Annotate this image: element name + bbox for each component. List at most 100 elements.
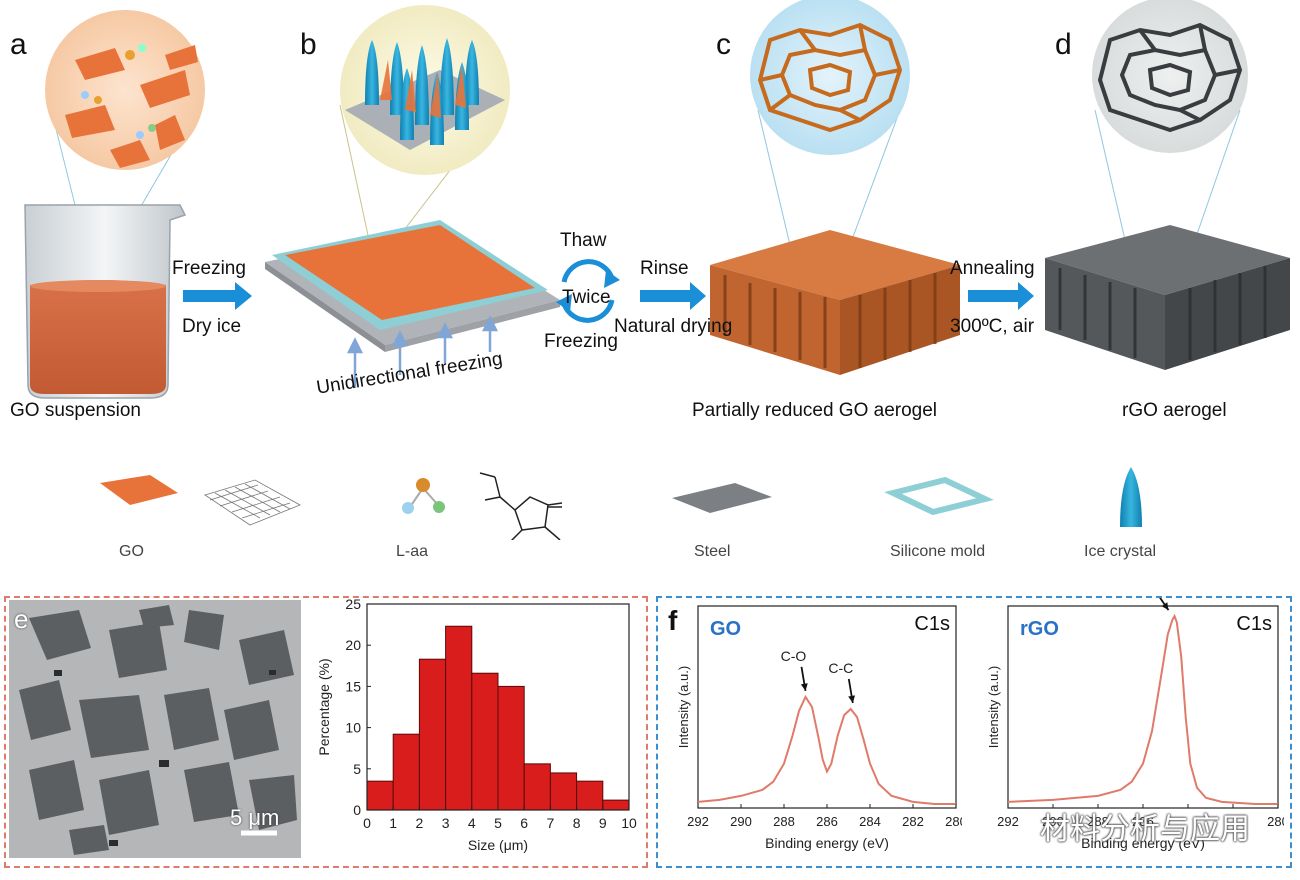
legend-laa-label: L-aa bbox=[396, 543, 429, 560]
spectrum-line bbox=[697, 694, 956, 805]
x-axis-label: Binding energy (eV) bbox=[765, 835, 889, 851]
panel-f-frame bbox=[656, 596, 1292, 868]
annealing-condition-label: 300ºC, air bbox=[950, 316, 1035, 337]
x-tick-label: 284 bbox=[859, 814, 881, 829]
rgo-aerogel-label: rGO aerogel bbox=[1122, 400, 1227, 421]
arrow-annealing bbox=[968, 282, 1034, 310]
x-tick-label: 282 bbox=[902, 814, 924, 829]
x-tick-label: 1 bbox=[389, 815, 397, 831]
histogram-bar bbox=[392, 733, 420, 811]
silicone-mold-icon bbox=[884, 476, 994, 516]
panel-letter-b: b bbox=[300, 28, 317, 61]
panel-letter-c: c bbox=[716, 28, 731, 61]
laa-molecule-icon bbox=[402, 478, 445, 514]
x-tick-label: 3 bbox=[442, 815, 450, 831]
panel-letter-d: d bbox=[1055, 28, 1072, 61]
legend-silicone-label: Silicone mold bbox=[890, 543, 986, 560]
peak-arrowhead bbox=[848, 695, 856, 704]
partial-aerogel-bubble bbox=[750, 0, 910, 246]
panel-letter-e: e bbox=[14, 604, 29, 634]
x-tick-label: 5 bbox=[494, 815, 502, 831]
x-tick-label: 2 bbox=[416, 815, 424, 831]
histogram-bar bbox=[366, 780, 394, 811]
x-tick-label: 286 bbox=[1132, 814, 1154, 829]
go-bubble bbox=[45, 10, 205, 286]
peak-arrowhead bbox=[800, 683, 808, 691]
go-sheet-icon bbox=[100, 475, 178, 505]
panel-letter-a: a bbox=[10, 28, 27, 61]
x-tick-label: 292 bbox=[687, 814, 709, 829]
x-tick-label: 286 bbox=[816, 814, 838, 829]
x-tick-label: 280 bbox=[1267, 814, 1284, 829]
freezing-label: Freezing bbox=[172, 258, 246, 279]
legend-icons bbox=[100, 467, 1142, 540]
spectrum-line bbox=[1007, 613, 1278, 805]
rgo-aerogel-block bbox=[1045, 225, 1290, 370]
xps-go-chart: 292290288286284282280Binding energy (eV)… bbox=[676, 605, 962, 851]
partially-reduced-label: Partially reduced GO aerogel bbox=[692, 400, 938, 421]
ascorbic-acid-structure-icon bbox=[479, 472, 563, 540]
legend-go-label: GO bbox=[119, 543, 144, 560]
y-axis-label: Percentage (%) bbox=[316, 658, 332, 755]
y-tick-label: 0 bbox=[353, 802, 361, 818]
y-tick-label: 25 bbox=[345, 598, 361, 612]
rinse-label: Rinse bbox=[640, 258, 689, 279]
y-tick-label: 10 bbox=[345, 720, 361, 736]
y-axis-label: Intensity (a.u.) bbox=[986, 666, 1001, 748]
sample-label: rGO bbox=[1020, 618, 1059, 640]
x-tick-label: 10 bbox=[621, 815, 637, 831]
go-suspension-label: GO suspension bbox=[10, 400, 141, 421]
freezing-arrows bbox=[346, 315, 499, 388]
histogram-bar bbox=[576, 780, 604, 811]
watermark-text: 材料分析与应用 bbox=[1040, 813, 1250, 846]
peak-arrowhead bbox=[1161, 602, 1169, 611]
y-tick-label: 15 bbox=[345, 678, 361, 694]
panel-letter-f: f bbox=[668, 605, 678, 636]
x-tick-label: 280 bbox=[945, 814, 962, 829]
core-level-label: C1s bbox=[914, 613, 950, 635]
x-tick-label: 4 bbox=[468, 815, 476, 831]
process-schematic bbox=[24, 0, 1290, 399]
x-tick-label: 288 bbox=[773, 814, 795, 829]
arrow-rinse bbox=[640, 282, 706, 310]
histogram-bar bbox=[602, 799, 630, 811]
core-level-label: C1s bbox=[1236, 613, 1272, 635]
x-tick-label: 288 bbox=[1087, 814, 1109, 829]
histogram-bar bbox=[471, 672, 499, 811]
sem-micrograph bbox=[9, 600, 301, 858]
thaw-label: Thaw bbox=[560, 230, 607, 251]
legend-ice-label: Ice crystal bbox=[1084, 543, 1157, 560]
beaker-icon bbox=[24, 204, 187, 399]
arrow-freezing bbox=[183, 282, 252, 310]
histogram-bar bbox=[418, 658, 447, 811]
legend-steel-label: Steel bbox=[694, 543, 731, 560]
sample-label: GO bbox=[710, 618, 741, 640]
dry-ice-label: Dry ice bbox=[182, 316, 242, 337]
x-tick-label: 9 bbox=[599, 815, 607, 831]
scale-bar-label: 5 μm bbox=[230, 805, 280, 830]
x-tick-label: 292 bbox=[997, 814, 1019, 829]
mold-on-steel bbox=[265, 220, 560, 352]
natural-drying-label: Natural drying bbox=[614, 316, 733, 337]
xps-rgo-chart: 292 290 288 286 280Binding energy (eV) Intens… bbox=[986, 598, 1284, 851]
freezing-cycle-label: Freezing bbox=[544, 331, 618, 352]
x-tick-label: 7 bbox=[547, 815, 555, 831]
twice-label: Twice bbox=[562, 287, 611, 308]
annealing-label: Annealing bbox=[950, 258, 1035, 279]
x-tick-label: 0 bbox=[363, 815, 371, 831]
graphene-lattice-icon bbox=[204, 479, 301, 526]
ice-crystal-bubble bbox=[339, 5, 510, 269]
x-tick-label: 6 bbox=[520, 815, 528, 831]
y-axis-label: Intensity (a.u.) bbox=[676, 666, 691, 748]
partial-aerogel-block bbox=[710, 230, 960, 375]
x-axis-label: Binding energy (eV) bbox=[1081, 835, 1205, 851]
cycle-icon bbox=[561, 259, 615, 323]
y-tick-label: 20 bbox=[345, 637, 361, 653]
histogram-bar bbox=[445, 625, 473, 811]
histogram-bar bbox=[497, 685, 525, 811]
y-tick-label: 5 bbox=[353, 761, 361, 777]
x-axis-label: Size (μm) bbox=[468, 837, 528, 853]
x-tick-label: 290 bbox=[1042, 814, 1064, 829]
peak-label: C-C bbox=[828, 660, 853, 676]
